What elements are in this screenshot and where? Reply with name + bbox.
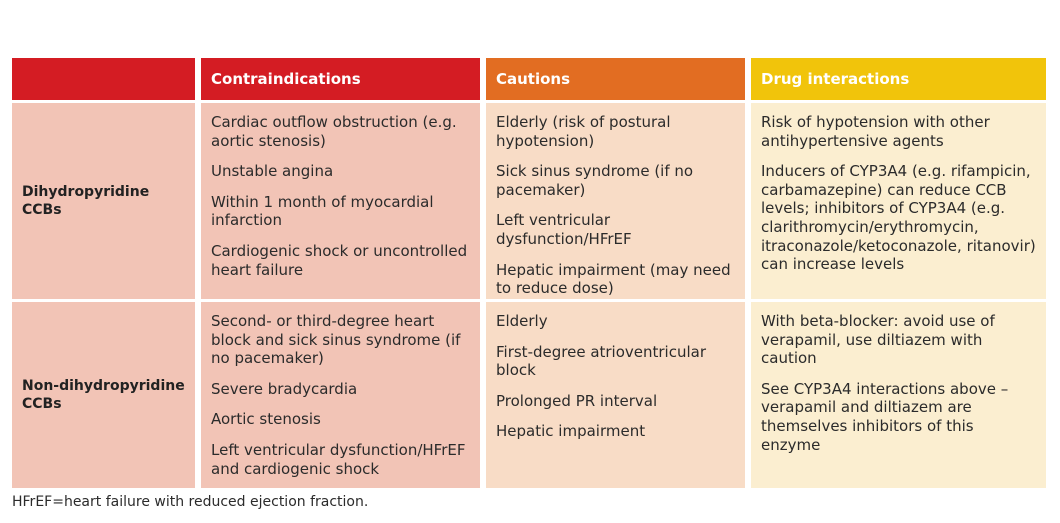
cell-dihydropyridine-drug-interactions: Risk of hypotension with other antihyper…: [751, 103, 1046, 299]
list-item: Unstable angina: [211, 162, 334, 181]
list-item: Elderly (risk of postural hypotension): [496, 113, 671, 150]
list-item: See CYP3A4 interactions above – verapami…: [761, 379, 1009, 454]
cell-non-dihydropyridine-cautions: Elderly First-degree atrioventricular bl…: [486, 302, 745, 488]
header-contraindications: Contraindications: [201, 58, 480, 100]
list-item: Prolonged PR interval: [496, 391, 658, 410]
list-item: Left ventricular dysfunction/HFrEF and c…: [211, 440, 466, 478]
list-item: Cardiogenic shock or uncontrolled heart …: [211, 241, 468, 279]
list-item: Second- or third-degree heart block and …: [211, 312, 461, 368]
list-item: Hepatic impairment: [496, 422, 646, 441]
row-label-dihydropyridine: Dihydropyridine CCBs: [12, 103, 195, 299]
cell-dihydropyridine-contraindications: Cardiac outflow obstruction (e.g. aortic…: [201, 103, 480, 299]
header-drug-interactions: Drug interactions: [751, 58, 1046, 100]
footnote: HFrEF=heart failure with reduced ejectio…: [12, 494, 369, 510]
list-item: Hepatic impairment (may need to reduce d…: [496, 260, 731, 298]
list-item: Within 1 month of myocardial infarction: [211, 192, 434, 230]
list-item: First-degree atrioventricular block: [496, 342, 707, 380]
header-blank: [12, 58, 195, 100]
cell-non-dihydropyridine-drug-interactions: With beta-blocker: avoid use of verapami…: [751, 302, 1046, 488]
list-item: Cardiac outflow obstruction (e.g. aortic…: [211, 113, 457, 150]
cell-dihydropyridine-cautions: Elderly (risk of postural hypotension) S…: [486, 103, 745, 299]
header-cautions: Cautions: [486, 58, 745, 100]
list-item: Aortic stenosis: [211, 410, 321, 429]
row-label-non-dihydropyridine: Non-dihydropyridine CCBs: [12, 302, 195, 488]
list-item: Severe bradycardia: [211, 379, 358, 398]
list-item: Sick sinus syndrome (if no pacemaker): [496, 162, 694, 199]
list-item: Elderly: [496, 312, 548, 330]
list-item: With beta-blocker: avoid use of verapami…: [761, 312, 995, 368]
list-item: Inducers of CYP3A4 (e.g. rifampicin, car…: [761, 162, 1036, 274]
ccb-table: Contraindications Cautions Drug interact…: [12, 58, 1046, 488]
cell-non-dihydropyridine-contraindications: Second- or third-degree heart block and …: [201, 302, 480, 488]
list-item: Left ventricular dysfunction/HFrEF: [496, 211, 632, 248]
list-item: Risk of hypotension with other antihyper…: [761, 113, 990, 150]
